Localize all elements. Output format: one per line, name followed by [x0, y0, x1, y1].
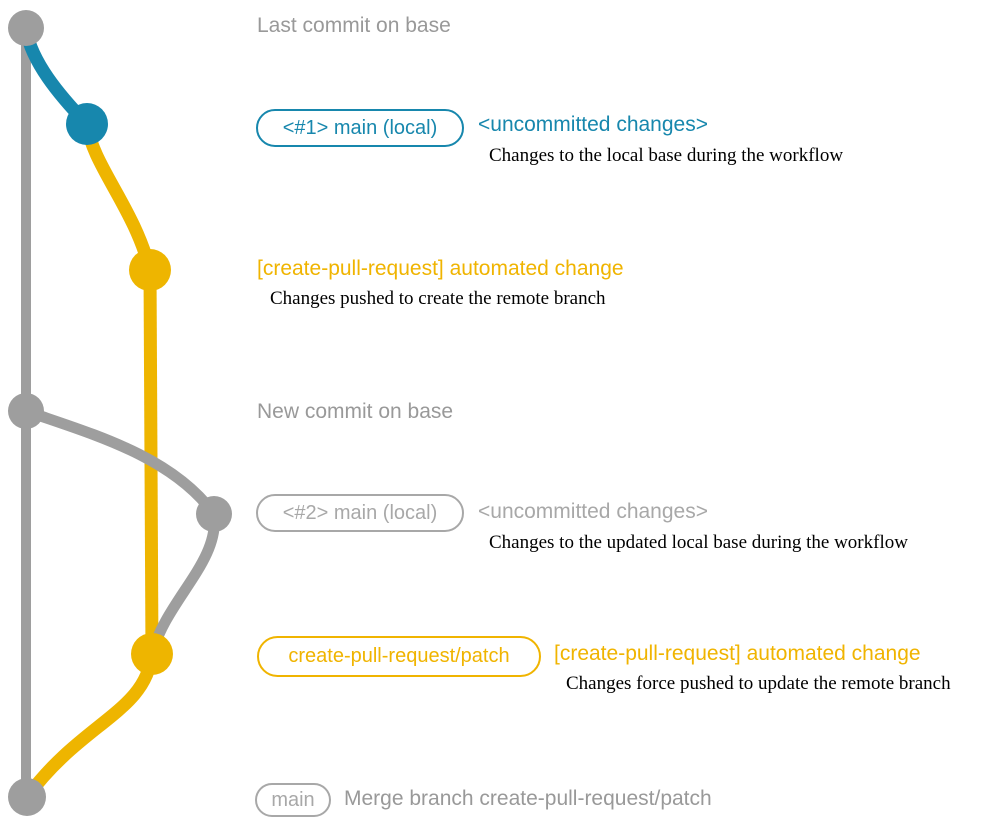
commit-title-merge: Merge branch create-pull-request/patch	[344, 787, 712, 810]
commit-desc-uncommitted-1: Changes to the local base during the wor…	[489, 145, 844, 166]
patch-merge-edge	[20, 647, 159, 804]
commit-desc-automated-1: Changes pushed to create the remote bran…	[270, 288, 606, 309]
new-commit-label: New commit on base	[257, 400, 454, 423]
commit-dot-base-1	[8, 10, 44, 46]
base-to-main2-edge	[20, 405, 220, 520]
commit-dot-main-1	[66, 103, 108, 145]
commit-title-uncommitted-2: <uncommitted changes>	[478, 500, 708, 523]
commit-title-automated-2: [create-pull-request] automated change	[554, 642, 921, 665]
commit-title-uncommitted-1: <uncommitted changes>	[478, 113, 708, 136]
last-commit-label: Last commit on base	[257, 14, 451, 37]
branch-badge-main: main	[255, 783, 331, 817]
branch-badge-main-local-2: <#2> main (local)	[256, 494, 464, 532]
commit-dot-main-2	[196, 496, 232, 532]
commit-dot-merge	[8, 778, 46, 816]
commit-dot-patch-2	[131, 633, 173, 675]
patch-edge-from-main1	[80, 117, 157, 277]
commit-desc-uncommitted-2: Changes to the updated local base during…	[489, 532, 908, 553]
main2-to-patch-edge	[146, 508, 220, 660]
branch-badge-patch: create-pull-request/patch	[257, 636, 541, 677]
commit-desc-automated-2: Changes force pushed to update the remot…	[566, 673, 951, 694]
git-graph	[8, 10, 232, 816]
branch-badge-main-local-1: <#1> main (local)	[256, 109, 464, 147]
commit-dot-patch-1	[129, 249, 171, 291]
commit-dot-base-2	[8, 393, 44, 429]
commit-title-automated-1: [create-pull-request] automated change	[257, 257, 624, 280]
